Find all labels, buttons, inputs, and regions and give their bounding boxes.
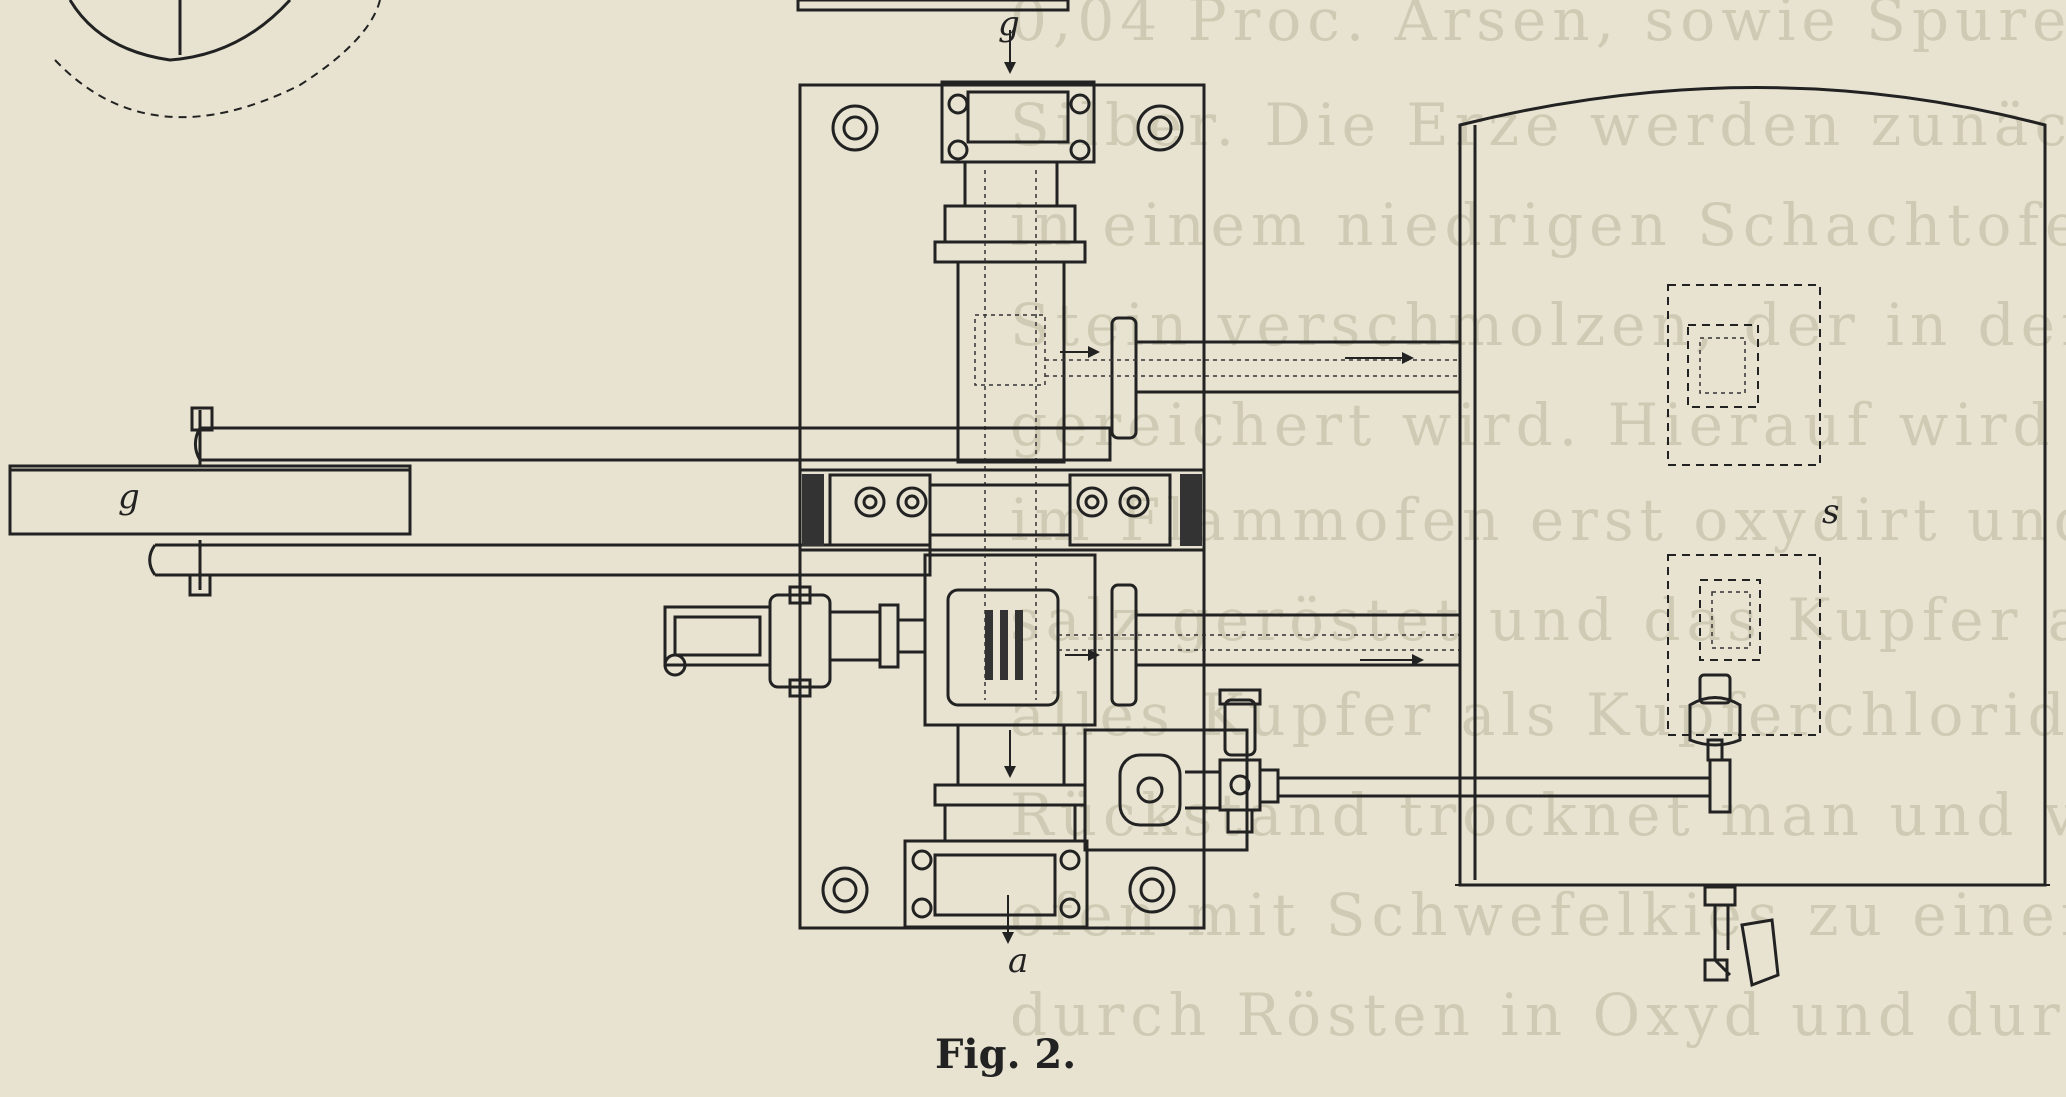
crosshead-block (798, 468, 1206, 552)
background-line: durch Rösten in Oxyd und durch Reduciren… (1010, 981, 2066, 1049)
background-line: ofen mit Schwefelkies zu einem reinen Ni… (1010, 881, 2066, 949)
left-valve-fitting (663, 585, 925, 698)
background-line: Silber. Die Erze werden zunächst geröste… (1010, 91, 2066, 159)
background-line: in einem niedrigen Schachtofen mit Fluss… (1010, 191, 2066, 259)
label-s-right: s (1822, 492, 1839, 532)
background-line: 0,04 Proc. Arsen, sowie Spuren von Gold,… (1010, 0, 2066, 54)
background-line: Rückstand trocknet man und verschmilzt i… (1010, 781, 2066, 849)
tank: s (1455, 86, 2050, 988)
background-line: alles Kupfer als Kupferchlorid fortgeht;… (1010, 681, 2066, 749)
dashed-circle-fragment (54, 0, 381, 119)
upper-lever-arm (190, 406, 1112, 480)
label-a-bottom: a (1008, 941, 1028, 981)
background-line: gereichert wird. Hierauf wird das gewonn… (1010, 391, 2066, 459)
lower-pipe (1058, 583, 1460, 707)
side-valve-assembly (1083, 688, 1732, 852)
left-pulley: g (8, 464, 412, 536)
label-g-left: g (118, 477, 140, 517)
background-line: Stein verschmolzen, der in der sauren Be… (1010, 291, 2066, 359)
top-bearing-block (940, 30, 1096, 164)
upper-frame-stub (796, 0, 1070, 12)
lower-housing (923, 553, 1097, 843)
figure-caption: Fig. 2. (935, 1031, 1076, 1078)
upper-spindle (933, 160, 1087, 700)
lower-lever-arm (148, 540, 932, 597)
upper-pipe (1045, 316, 1460, 440)
bottom-bearing-block (903, 839, 1089, 944)
label-g-top: g (998, 4, 1020, 44)
background-line: salz geröstet und das Kupfer ausgelaugt,… (1010, 586, 2066, 654)
